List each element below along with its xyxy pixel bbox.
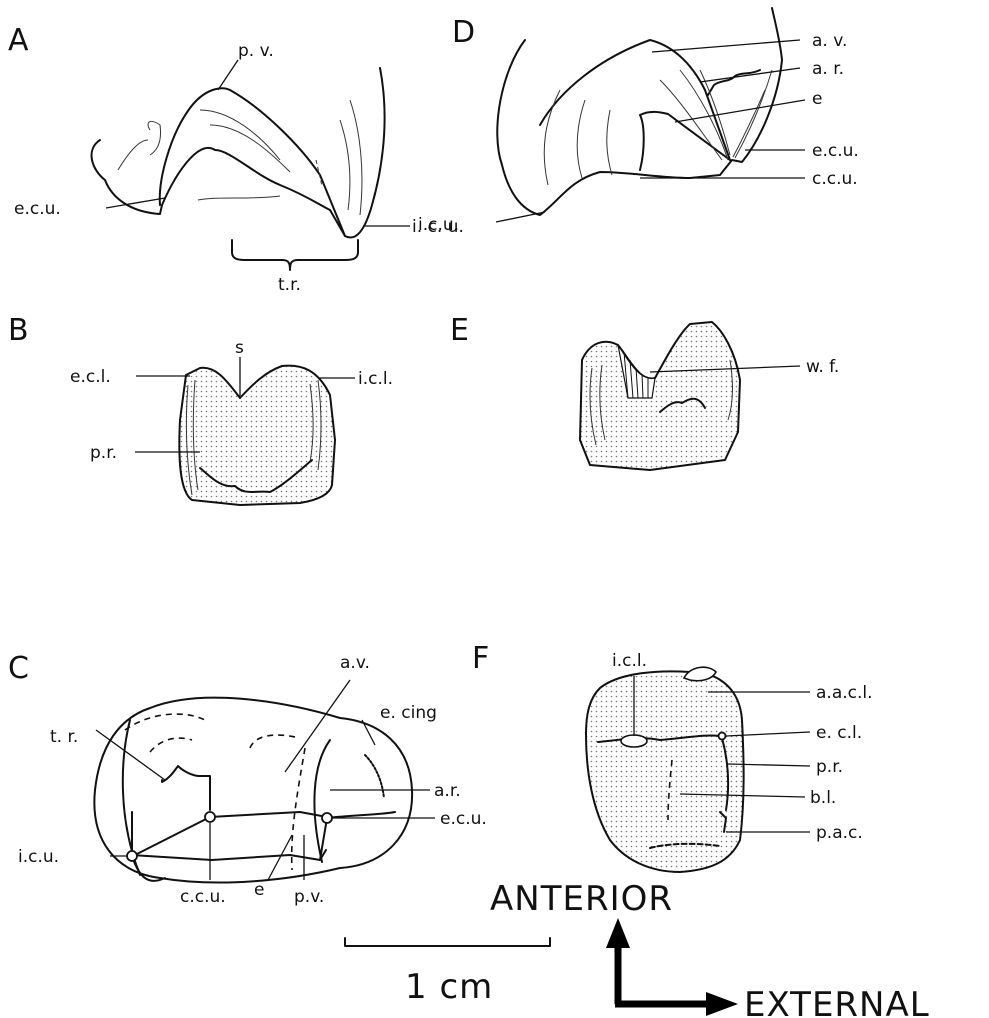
label-c-ar: a.r. <box>434 781 461 801</box>
label-c-e: e <box>254 880 264 900</box>
panel-d: D a. v. a. r. e e.c.u. c.c.u. i.c.u. <box>418 8 859 235</box>
panel-c-letter: C <box>8 651 29 686</box>
label-f-ecl: e. c.l. <box>816 723 862 743</box>
panel-f-letter: F <box>472 641 489 676</box>
label-f-pr: p.r. <box>816 757 843 777</box>
label-tr: t.r. <box>278 275 301 295</box>
scale-bar: 1 cm <box>345 938 550 1007</box>
orientation-anterior-label: ANTERIOR <box>490 879 673 919</box>
label-d-av: a. v. <box>812 31 847 51</box>
panel-e: E w. f. <box>450 313 839 470</box>
panel-a-letter: A <box>8 23 29 58</box>
node-icu <box>127 851 137 861</box>
panel-b-letter: B <box>8 313 29 348</box>
panel-f-stippled-face <box>586 671 744 872</box>
panel-b-stippled-face <box>179 366 335 505</box>
label-c-tr: t. r. <box>50 727 78 747</box>
orientation-indicator: ANTERIOR EXTERNAL <box>490 879 930 1018</box>
label-c-ccu: c.c.u. <box>180 887 226 907</box>
panel-b: B s e.c.l. i.c.l. p.r. <box>8 313 393 505</box>
panel-c: C t. r. i.c.u. c.c.u. a.v. e. cing a.r. <box>8 651 487 907</box>
label-f-icl: i.c.l. <box>612 651 647 671</box>
panel-a-tooth-outline <box>92 68 385 238</box>
label-c-ecing: e. cing <box>380 703 437 723</box>
label-c-pv: p.v. <box>294 887 324 907</box>
scale-bar-label: 1 cm <box>405 967 493 1007</box>
panel-a: A p. v. e.c.u. i. c. u. t.r. <box>8 23 464 295</box>
label-pr: p.r. <box>90 443 117 463</box>
orientation-external-label: EXTERNAL <box>744 985 930 1018</box>
label-d-ecu: e.c.u. <box>812 141 859 161</box>
panel-a-bracket <box>232 240 358 270</box>
label-ecu: e.c.u. <box>14 199 61 219</box>
label-d-ccu: c.c.u. <box>812 169 858 189</box>
label-f-bl: b.l. <box>810 788 836 808</box>
panel-e-stippled-face <box>580 322 740 470</box>
label-ecl: e.c.l. <box>70 367 111 387</box>
label-f-aacl: a.a.c.l. <box>816 683 873 703</box>
panel-d-letter: D <box>452 15 475 50</box>
node-ecu <box>322 813 332 823</box>
label-icl: i.c.l. <box>358 369 393 389</box>
anterior-arrowhead <box>606 918 630 948</box>
label-c-ecu: e.c.u. <box>440 809 487 829</box>
label-c-icu: i.c.u. <box>18 847 59 867</box>
external-arrowhead <box>706 992 738 1016</box>
panel-f: F i.c.l. a.a.c.l. e. c.l. p.r. b.l. p.a.… <box>472 641 873 872</box>
label-pv: p. v. <box>238 41 274 61</box>
label-c-av: a.v. <box>340 653 370 673</box>
label-d-ar: a. r. <box>812 59 844 79</box>
panel-e-letter: E <box>450 313 469 348</box>
label-s: s <box>235 338 244 358</box>
label-e-wf: w. f. <box>806 357 839 377</box>
node-ccu <box>205 812 215 822</box>
label-f-pac: p.a.c. <box>816 823 863 843</box>
label-d-e: e <box>812 89 822 109</box>
label-d-icu: i.c.u. <box>418 215 459 235</box>
